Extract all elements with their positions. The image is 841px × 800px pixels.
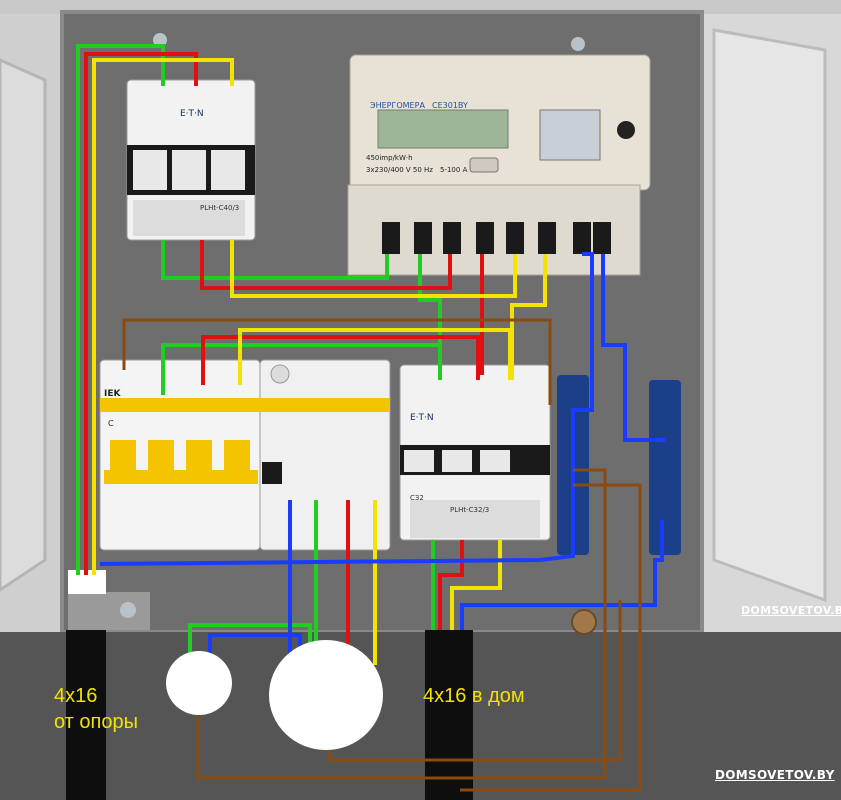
meter-terminals: [382, 222, 611, 254]
screw-top-right: [571, 37, 585, 51]
watermark-bottom: DOMSOVETOV.BY: [715, 768, 835, 782]
outgoing-cable: [425, 630, 473, 800]
incoming-cable: [66, 630, 106, 800]
meter-brand: ЭНЕРГОМЕРА: [370, 101, 425, 110]
outgoing-cable-label: 4х16 в дом: [423, 685, 525, 707]
top-circuit-breaker: E·T·N PLHt-C40/3: [126, 79, 256, 241]
clamp-screw: [120, 602, 136, 618]
middle-breaker-model: PLHt-C32/3: [450, 506, 489, 514]
meter-rating-3: 5-100 A: [440, 166, 468, 174]
middle-breaker-brand: E·T·N: [410, 413, 434, 423]
screw-top-left: [153, 33, 167, 47]
green-wires: [76, 44, 442, 690]
incoming-cable-desc-label: от опоры: [54, 711, 138, 733]
meter-model: CE301BY: [432, 101, 468, 110]
cabinet-left-panel: [0, 58, 47, 592]
residual-current-device: IEK C: [99, 359, 391, 551]
electricity-meter: ЭНЕРГОМЕРА CE301BY 450imp/kW·h 3х230/400…: [347, 54, 651, 276]
red-wires: [84, 52, 484, 660]
middle-circuit-breaker: E·T·N C32 PLHt-C32/3: [399, 364, 551, 541]
meter-rating-2: 3х230/400 V 50 Hz: [366, 166, 433, 174]
yellow-wires: [92, 58, 547, 665]
top-breaker-brand: E·T·N: [180, 109, 204, 119]
top-breaker-model: PLHt-C40/3: [200, 204, 239, 212]
ground-bolt: [571, 609, 597, 635]
neutral-terminal-bar-right: [649, 380, 681, 555]
watermark-top: DOMSOVETOV.BY: [741, 604, 841, 617]
cable-clamp: [68, 592, 150, 630]
cabinet-side-panel: [712, 28, 827, 603]
large-current-transformer: [269, 640, 383, 750]
rcd-curve-letter: C: [108, 419, 114, 428]
floor-area: [0, 632, 841, 800]
rcd-brand: IEK: [104, 389, 121, 399]
small-current-transformer: [166, 651, 232, 715]
middle-breaker-label: C32: [410, 494, 424, 502]
incoming-cable-size-label: 4х16: [54, 685, 98, 707]
meter-rating-1: 450imp/kW·h: [366, 154, 413, 162]
